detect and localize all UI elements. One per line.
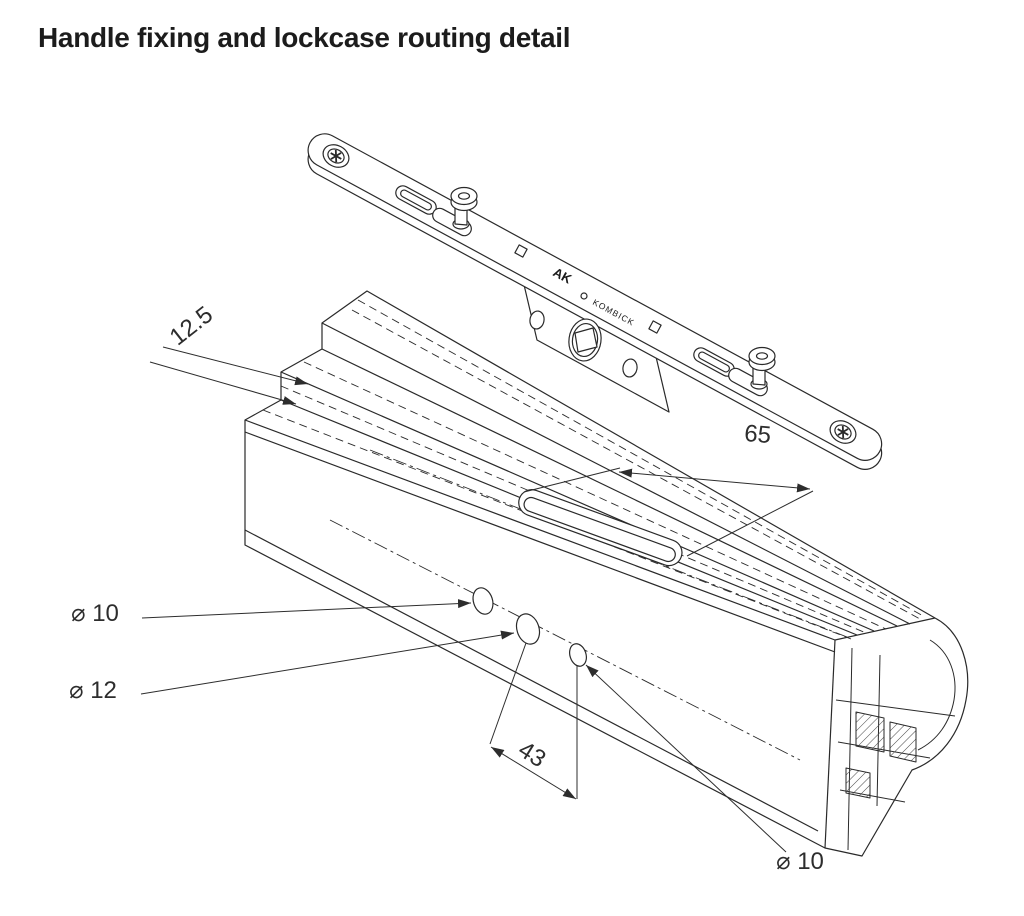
slot-pocket-floor xyxy=(523,496,676,563)
page-title: Handle fixing and lockcase routing detai… xyxy=(38,22,571,53)
brand-dot-icon xyxy=(580,292,588,300)
gearbox-screw-hole-1 xyxy=(529,310,545,330)
torx-recess-icon xyxy=(837,425,849,439)
dim-dia10-bottom: ⌀ 10 xyxy=(585,664,824,875)
dim-slot-length: 65 xyxy=(523,420,814,557)
mushroom-cam-2 xyxy=(748,346,776,390)
torx-recess-icon xyxy=(330,149,342,163)
lockcase-routing-slot xyxy=(518,489,683,567)
dim-label-43: 43 xyxy=(513,736,550,773)
screw-port-hatch-2 xyxy=(889,721,917,763)
dim-dia10-top: ⌀ 10 xyxy=(71,599,472,627)
mushroom-cam-1 xyxy=(450,186,478,230)
dim-label-dia12: ⌀ 12 xyxy=(69,677,117,704)
glazing-bulge-inner xyxy=(917,639,956,751)
profile-end-section xyxy=(835,639,956,851)
handle-fixing-holes xyxy=(472,587,587,667)
screw-port-hatch-1 xyxy=(855,711,885,753)
gearbox-screw-hole-2 xyxy=(622,358,638,378)
hole-bottom-dia10 xyxy=(569,643,587,667)
dimensions: 12.5 65 43 ⌀ 10 ⌀ 12 xyxy=(69,301,824,875)
dim-label-65: 65 xyxy=(743,420,772,449)
hole-mid-dia12 xyxy=(515,613,541,645)
slot-outer-edge xyxy=(518,489,683,567)
profile-silhouette xyxy=(244,290,969,857)
profile-section xyxy=(244,290,969,857)
spindle-square-hole xyxy=(574,327,598,353)
lockcase-assembly: AK KOMBICK xyxy=(307,133,883,470)
anti-lift-block-1 xyxy=(514,244,528,258)
spindle-ring xyxy=(571,322,599,358)
screw-port-hatch-3 xyxy=(845,767,871,799)
fixing-screw-left xyxy=(322,144,350,168)
profile-edge-lines xyxy=(244,322,936,849)
dim-label-12-5: 12.5 xyxy=(165,301,218,351)
fixing-screw-right xyxy=(829,420,857,444)
hole-top-dia10 xyxy=(472,587,494,615)
dim-dia12: ⌀ 12 xyxy=(69,630,515,704)
gearbox-face xyxy=(529,310,638,378)
dim-label-dia10-bottom: ⌀ 10 xyxy=(776,848,824,875)
dim-label-dia10-top: ⌀ 10 xyxy=(71,600,119,627)
anti-lift-block-2 xyxy=(648,320,662,334)
